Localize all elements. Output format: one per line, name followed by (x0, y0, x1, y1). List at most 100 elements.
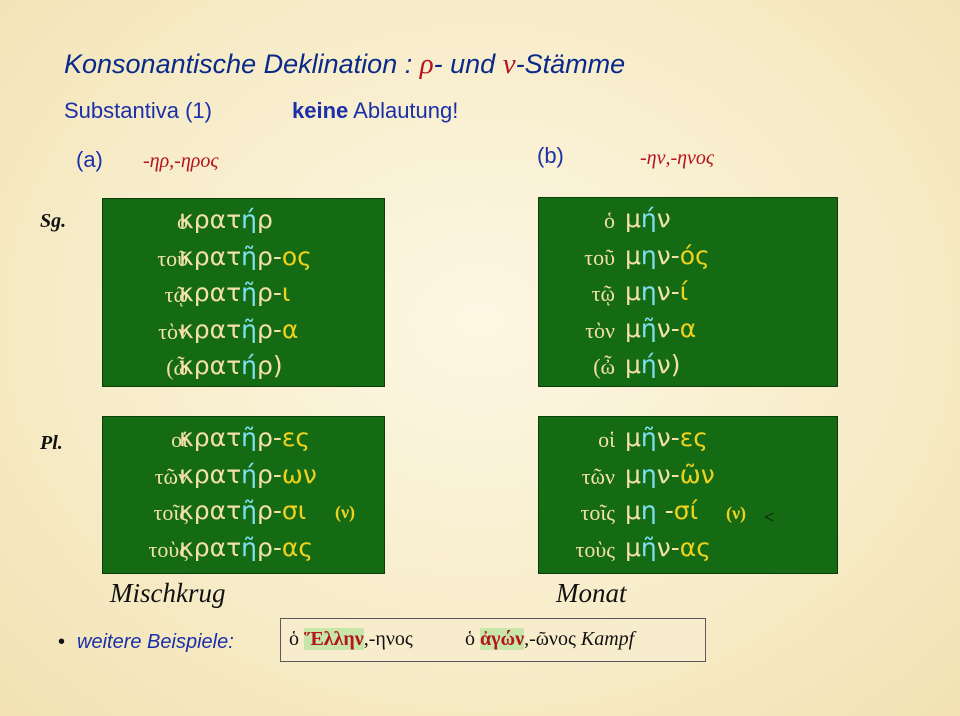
stem-part: ρ- (257, 459, 282, 489)
stem-part: ρ- (257, 241, 282, 271)
case-ending: ες (281, 423, 311, 452)
ablaut-note: keine Ablautung! (292, 98, 459, 123)
stem-vowel: η (640, 277, 657, 306)
stem-part: ν- (656, 313, 680, 343)
article: οἱ (171, 427, 188, 452)
stem-vowel: ή (241, 205, 257, 234)
stem-vowel: η (640, 459, 657, 489)
nu-ephelkystikon-note: (ν) (726, 503, 747, 523)
stem-part: ρ- (257, 423, 282, 452)
stem-part: κρατ (179, 314, 242, 344)
stem-part: ν- (656, 240, 680, 270)
dative-comparison: < μην-σιν (764, 507, 837, 527)
noun-form: μην-ῶν (625, 460, 715, 489)
noun-form: μῆν-α (625, 314, 696, 343)
article: τοῦ (584, 244, 615, 270)
stem-part: κρατ (179, 459, 242, 489)
stem-part: ν- (656, 459, 680, 489)
case-ending: σί (673, 496, 699, 525)
stem-part: μ (625, 240, 641, 270)
stem-part: ρ- (257, 496, 282, 525)
examples-box: ὁ Ἕλλην,-ηνος ὁ ἀγών,-ῶνος Kampf (280, 618, 706, 662)
case-ending: ος (281, 241, 312, 271)
gloss-monat: Monat (556, 578, 627, 608)
noun-form: κρατῆρ-ι (179, 278, 290, 307)
stem-part: μ (625, 532, 641, 562)
stem-part: μ (625, 277, 641, 306)
stem-part: ρ- (257, 532, 282, 562)
plural-label: Pl. (40, 432, 63, 454)
stem-vowel: ῆ (241, 314, 257, 344)
noun-form: κρατῆρ-ες (179, 423, 310, 452)
case-ending: ῶν (679, 459, 715, 489)
stem-part: κρατ (179, 205, 242, 234)
nu-letter: ν (502, 48, 516, 80)
stem-vowel: η (640, 240, 657, 270)
stem-vowel: ῆ (241, 241, 257, 271)
case-ending: ας (281, 532, 314, 562)
article: τῶν (154, 463, 188, 489)
article: τοῦ (157, 245, 188, 271)
stem-part: μ (625, 350, 641, 379)
case-ending: ός (679, 240, 710, 270)
noun-form: μήν) (625, 350, 680, 379)
stem-vowel: ῆ (241, 423, 257, 452)
stem-vowel: ῆ (640, 313, 657, 343)
noun-form: μῆν-ες (625, 423, 708, 452)
article: τοὺς (575, 536, 615, 562)
stem-vowel: ή (640, 350, 657, 379)
article: τῷ (164, 282, 188, 307)
rho-letter: ρ (419, 48, 434, 80)
noun-form: μην-ός (625, 241, 710, 270)
stem-part: κρατ (179, 496, 242, 525)
article: τῷ (591, 281, 615, 306)
stem-part: ρ- (257, 314, 282, 344)
example-hellen: ὁ Ἕλλην,-ηνος (289, 628, 413, 650)
article: τὸν (158, 318, 188, 344)
declension-row: τῶν μην-ῶν (539, 458, 837, 494)
example-agon: ὁ ἀγών,-ῶνος Kampf (465, 628, 635, 650)
noun-form: κρατῆρ-ος (179, 242, 312, 271)
article: τὸν (585, 317, 615, 343)
stem-part: μ (625, 496, 641, 525)
noun-form: κρατῆρ-α (179, 315, 298, 344)
case-ending: ων (281, 459, 317, 489)
declension-row: τὸν μῆν-α (539, 312, 837, 348)
case-ending: ί (679, 277, 689, 306)
noun-form: μήν (625, 204, 671, 233)
article: οἱ (598, 427, 615, 452)
noun-form: κρατήρ) (179, 351, 283, 380)
stem-part: ν) (656, 350, 681, 379)
noun-form: μην-ί (625, 277, 688, 306)
article: τοὺς (148, 536, 188, 562)
article: τοῖς (153, 500, 188, 525)
stem-vowel: ή (241, 459, 257, 489)
article: τῶν (581, 463, 615, 489)
stem-vowel: η (640, 496, 657, 525)
stem-part: ρ) (257, 351, 283, 380)
stem-vowel: ῆ (241, 278, 257, 307)
stem-part: - (656, 496, 674, 525)
stem-vowel: ή (640, 204, 657, 233)
case-ending: α (281, 314, 299, 344)
section-a-label: (a) (76, 147, 103, 172)
stem-part: ρ (257, 205, 273, 234)
article: ὁ (177, 209, 188, 234)
subtitle: Substantiva (1) (64, 98, 212, 123)
declension-row: οἱ μῆν-ες (539, 421, 837, 457)
stem-vowel: ῆ (241, 532, 257, 562)
page-title: Konsonantische Deklination : ρ- und ν-St… (64, 48, 626, 80)
